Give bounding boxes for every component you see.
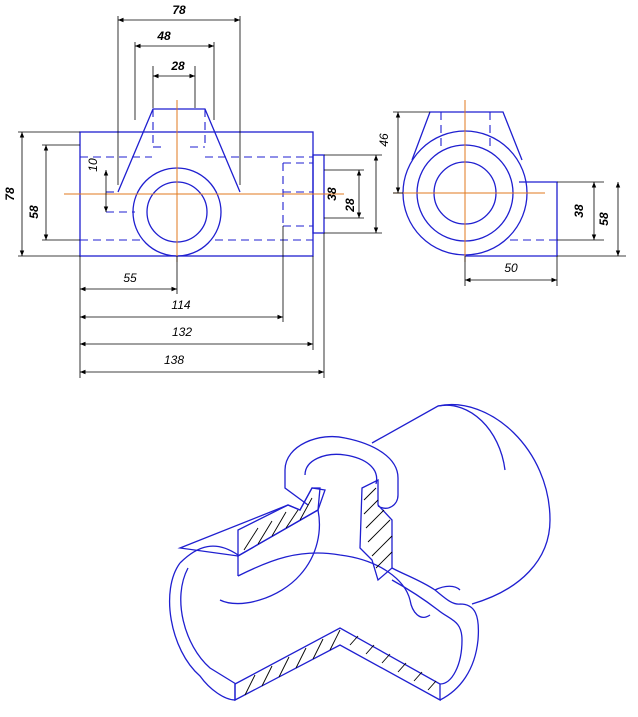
dim-side-right-2: 58: [597, 212, 611, 226]
iso-right-bore-inner: [391, 579, 463, 685]
iso-lobe-top: [434, 585, 461, 591]
hatch-left: [243, 497, 313, 551]
front-view: 78 48 28 78 58 10 38 28: [3, 3, 382, 378]
dim-top-1: 78: [172, 3, 186, 17]
side-top-boss: [411, 111, 523, 161]
dim-right-1: 38: [325, 187, 339, 201]
dim-10: 10: [86, 158, 100, 172]
dim-right-2: 28: [343, 198, 357, 213]
iso-lobe-edge: [409, 599, 431, 618]
dim-top-3: 28: [170, 59, 185, 73]
dim-side-right-1: 38: [572, 204, 586, 218]
iso-cylinder-edge: [437, 404, 506, 471]
iso-inner-channel: [237, 552, 411, 601]
iso-top-boss-side: [284, 470, 309, 506]
side-view: 46 38 58 50: [377, 100, 626, 286]
dim-55: 55: [123, 271, 137, 285]
dim-left-2: 58: [27, 205, 41, 219]
dim-114: 114: [171, 298, 190, 312]
iso-bottom-wall: [234, 627, 441, 702]
iso-right-cylinder: [371, 404, 551, 605]
dim-46: 46: [377, 133, 391, 147]
iso-left-top-surface: [177, 487, 326, 557]
iso-left-bore: [168, 562, 236, 701]
dim-left-1: 78: [3, 187, 17, 201]
iso-left-hatch-wall: [237, 487, 321, 558]
dim-50: 50: [504, 261, 518, 275]
iso-top-boss-inner: [304, 453, 378, 485]
isometric-cutaway: [168, 404, 551, 702]
iso-top-boss: [284, 435, 399, 509]
iso-right-bore: [391, 567, 480, 701]
iso-inner-wall: [219, 509, 321, 605]
iso-left-bore-inner: [180, 567, 237, 685]
iso-left-top: [179, 545, 239, 576]
hatch-bottom: [244, 629, 437, 696]
dim-top-2: 48: [156, 29, 171, 43]
hatch-center: [363, 487, 393, 569]
dim-132: 132: [172, 325, 192, 339]
front-top-boss-outline: [117, 108, 241, 193]
side-right-extension: [465, 181, 558, 257]
dim-138: 138: [164, 353, 184, 367]
